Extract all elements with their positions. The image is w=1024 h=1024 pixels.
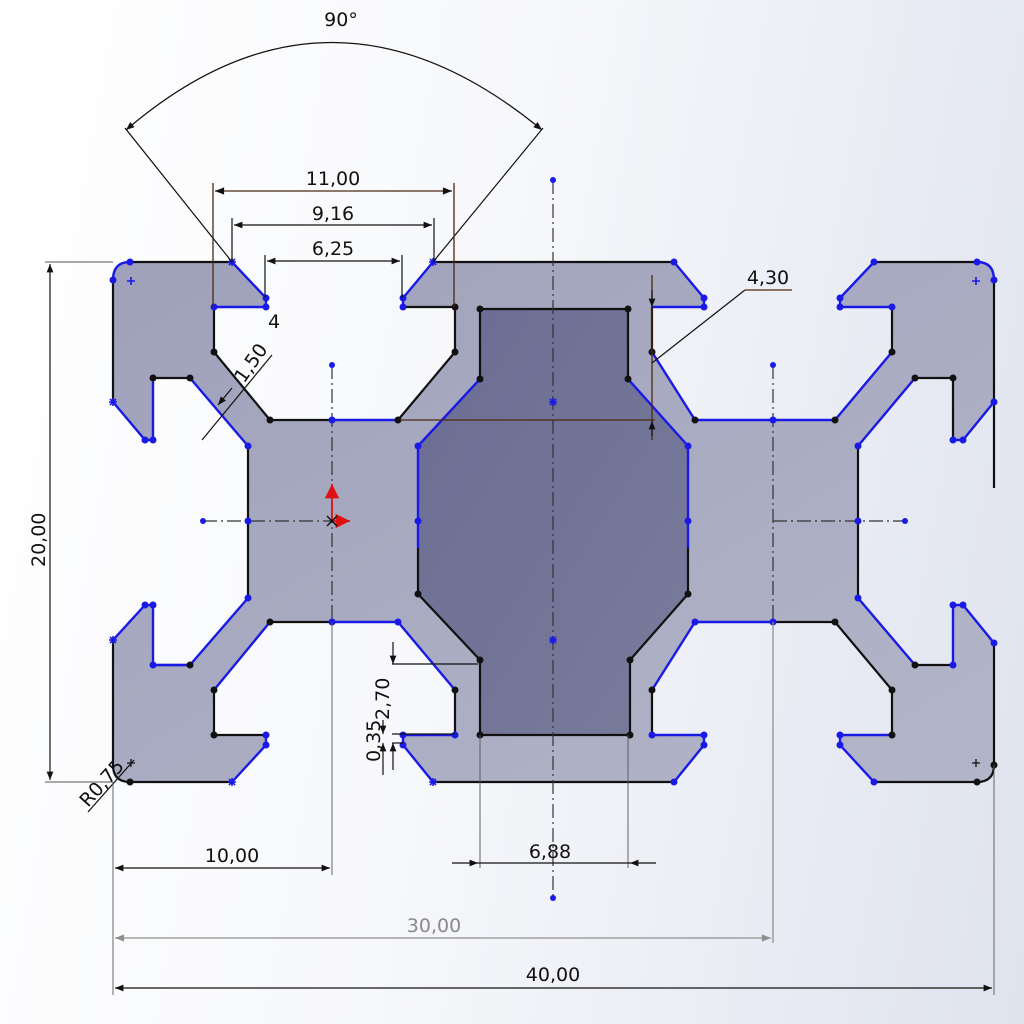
svg-text:0,35: 0,35 xyxy=(363,720,385,762)
core-width-dimension[interactable]: 6,88 xyxy=(452,735,656,868)
origin-icon[interactable] xyxy=(324,484,350,529)
angle-dimension[interactable]: 90° xyxy=(124,9,544,263)
slot-opening-dimension[interactable]: 6,25 xyxy=(264,238,403,298)
svg-text:9,16: 9,16 xyxy=(312,203,354,225)
slot-depth-label[interactable]: 4 xyxy=(268,311,280,333)
svg-text:4,30: 4,30 xyxy=(747,267,789,289)
height-dimension[interactable]: 20,00 xyxy=(28,261,113,783)
lip-offset-dimensions[interactable]: 0,35 2,70 xyxy=(363,642,478,775)
center-distance-dimension[interactable]: 30,00 xyxy=(115,622,774,943)
slot-chamfer-width-dimension[interactable]: 9,16 xyxy=(231,203,435,262)
svg-text:2,70: 2,70 xyxy=(372,678,394,720)
svg-text:20,00: 20,00 xyxy=(28,513,50,567)
svg-text:6,88: 6,88 xyxy=(529,841,571,863)
core-offset-dimension[interactable]: 4,30 xyxy=(400,267,792,440)
sketch-points xyxy=(109,177,998,901)
angle-label: 90° xyxy=(324,9,358,31)
svg-text:11,00: 11,00 xyxy=(306,168,360,190)
svg-text:10,00: 10,00 xyxy=(205,845,259,867)
svg-text:6,25: 6,25 xyxy=(312,238,354,260)
svg-text:1,50: 1,50 xyxy=(230,340,272,387)
slot-outer-width-dimension[interactable]: 11,00 xyxy=(212,168,455,307)
overall-width-dimension[interactable]: 40,00 xyxy=(114,765,995,995)
svg-text:R0,75: R0,75 xyxy=(75,755,128,811)
svg-text:40,00: 40,00 xyxy=(526,964,580,986)
pitch-dimension[interactable]: 10,00 xyxy=(112,622,333,995)
svg-text:30,00: 30,00 xyxy=(407,915,461,937)
